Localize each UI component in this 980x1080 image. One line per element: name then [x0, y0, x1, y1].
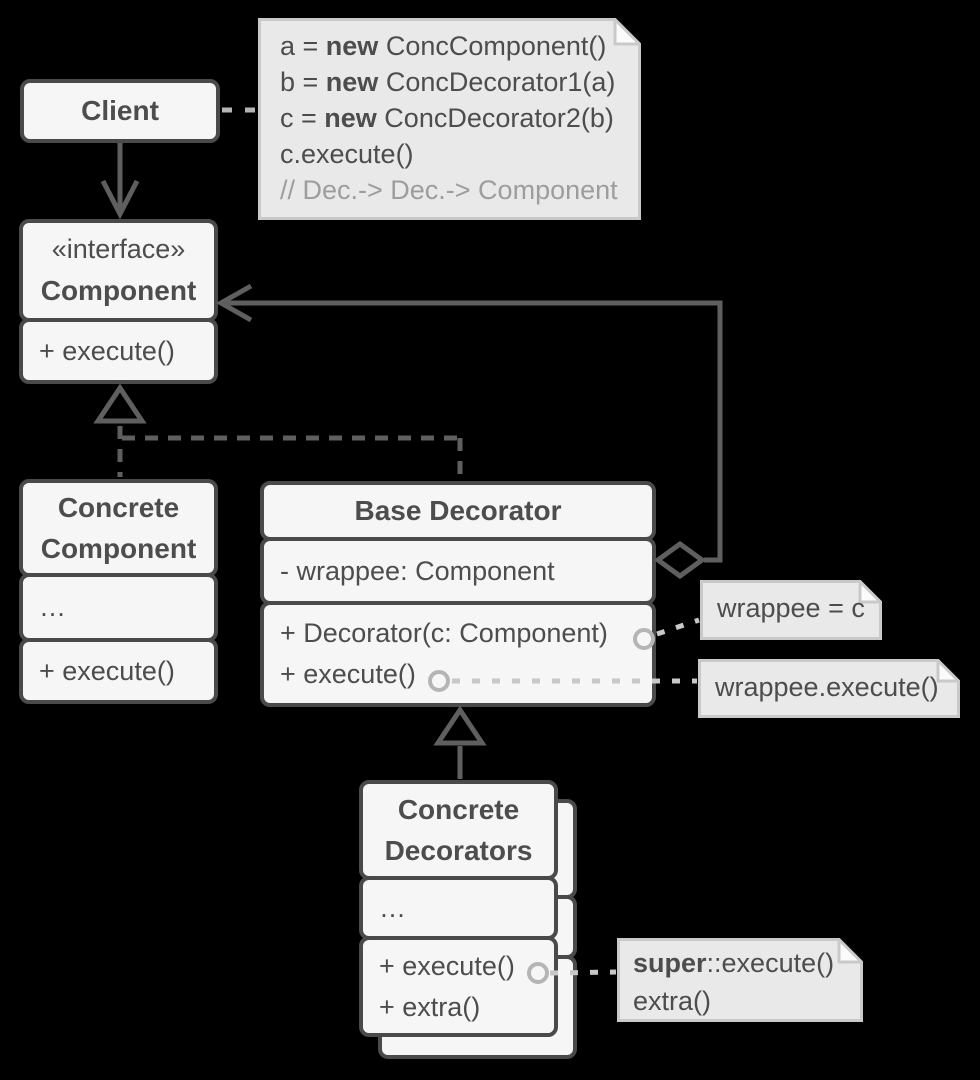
- base-decorator-method-decorator: + Decorator(c: Component): [280, 618, 608, 648]
- note-background: [617, 938, 863, 1022]
- note-wrappee-assign: wrappee = c: [700, 580, 882, 640]
- code-line-3: c = new ConcDecorator2(b): [280, 103, 614, 133]
- class-box-client: Client: [20, 79, 220, 143]
- aggregation-diamond-icon: [653, 540, 707, 580]
- base-decorator-field: - wrappee: Component: [280, 555, 555, 586]
- concrete-component-method: + execute(): [39, 655, 175, 686]
- concrete-component-methods-compartment: + execute(): [19, 638, 218, 704]
- component-method: + execute(): [39, 335, 175, 366]
- realization-links: [93, 383, 463, 479]
- concrete-decorators-method-extra: + extra(): [379, 991, 481, 1022]
- component-methods-compartment: + execute(): [19, 318, 218, 384]
- concrete-decorators-fields-compartment: …: [359, 876, 558, 940]
- concrete-component-title: Concrete Component: [40, 492, 197, 564]
- concrete-component-fields-compartment: …: [19, 573, 218, 642]
- code-line-2: b = new ConcDecorator1(a): [280, 67, 616, 97]
- hollow-triangle-icon: [93, 383, 147, 424]
- component-title-compartment: «interface» Component: [19, 219, 218, 322]
- client-title: Client: [81, 95, 159, 126]
- note-background: [700, 580, 882, 640]
- super-line-2: extra(): [633, 986, 712, 1016]
- note-fold-corner-icon: [613, 18, 641, 46]
- concrete-component-title-compartment: Concrete Component: [19, 479, 218, 577]
- base-decorator-title: Base Decorator: [354, 495, 562, 526]
- concrete-decorators-title: Concrete Decorators: [384, 794, 533, 866]
- code-line-comment: // Dec.-> Dec.-> Component: [280, 175, 618, 205]
- class-box-component: «interface» Component + execute(): [19, 219, 218, 384]
- base-decorator-methods-compartment: + Decorator(c: Component) + execute(): [260, 601, 656, 707]
- super-line-1: super::execute(): [633, 948, 835, 978]
- note-fold-corner-icon: [837, 938, 863, 964]
- note-background: [258, 18, 641, 220]
- concrete-component-field: …: [39, 592, 66, 622]
- concrete-decorators-field: …: [379, 892, 406, 923]
- note-client-code: a = new ConcComponent() b = new ConcDeco…: [258, 18, 641, 220]
- client-to-component-arrow: [100, 143, 140, 220]
- open-arrowhead-icon: [215, 283, 253, 323]
- note-wrappee-assign-text: wrappee = c: [717, 593, 865, 623]
- code-line-4: c.execute(): [280, 139, 414, 169]
- note-wrappee-exec: wrappee.execute(): [698, 659, 960, 718]
- base-decorator-title-compartment: Base Decorator: [260, 481, 656, 541]
- class-box-base-decorator: Base Decorator - wrappee: Component + De…: [260, 481, 656, 707]
- concrete-decorators-methods-compartment: + execute() + extra(): [359, 936, 558, 1037]
- component-title: Component: [40, 274, 197, 306]
- client-title-compartment: Client: [20, 79, 220, 143]
- base-decorator-method-execute: + execute(): [280, 659, 416, 689]
- concrete-decorators-method-execute: + execute(): [379, 950, 515, 981]
- base-decorator-fields-compartment: - wrappee: Component: [260, 537, 656, 605]
- note-wrappee-exec-text: wrappee.execute(): [715, 672, 939, 702]
- code-line-1: a = new ConcComponent(): [280, 31, 607, 61]
- class-box-concrete-decorators: Concrete Decorators … + execute() + extr…: [359, 780, 558, 1037]
- class-box-concrete-component: Concrete Component … + execute(): [19, 479, 218, 704]
- note-background: [698, 659, 960, 718]
- component-stereotype: «interface»: [51, 233, 186, 264]
- hollow-triangle-icon: [433, 705, 487, 746]
- note-fold-corner-icon: [858, 580, 882, 604]
- concrete-decorators-title-compartment: Concrete Decorators: [359, 780, 558, 880]
- note-fold-corner-icon: [936, 659, 960, 683]
- inheritance-link: [433, 705, 487, 779]
- open-arrowhead-icon: [100, 179, 140, 220]
- note-super-exec: super::execute() extra(): [617, 938, 863, 1022]
